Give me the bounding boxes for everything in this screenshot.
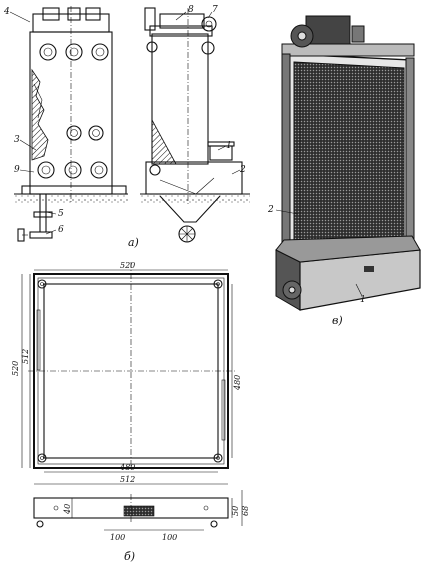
dim-section-depth: 40 — [63, 504, 72, 515]
callout-8: 8 — [188, 5, 194, 15]
callout-4: 4 — [3, 7, 10, 17]
side-body — [151, 33, 209, 165]
panel-b-section-view: 40 100 100 50 68 б) — [33, 490, 250, 563]
callout-v-1: 1 — [360, 295, 366, 305]
callout-7: 7 — [212, 5, 218, 15]
side-top-cover — [149, 25, 213, 37]
side-pulley-bottom — [149, 164, 161, 176]
dim-spacing-right: 100 — [162, 533, 177, 542]
panel-a-side-view — [140, 7, 250, 243]
dim-height-outer: 520 — [11, 361, 20, 376]
front-pipe-vertical — [39, 194, 47, 226]
side-hatched-section — [151, 119, 177, 165]
front-top-flanges — [39, 43, 109, 61]
dim-section-height-inner: 50 — [231, 506, 240, 516]
callout-5: 5 — [58, 209, 64, 219]
callout-3: 3 — [14, 135, 20, 145]
side-pulley-top — [146, 41, 158, 53]
front-drive-box-1 — [42, 7, 60, 21]
callout-v-2: 2 — [267, 205, 274, 215]
side-hopper — [159, 195, 221, 223]
panel-a-callouts: 4 3 9 5 6 8 7 1 2 а) — [3, 5, 246, 249]
front-drive-box-2 — [67, 7, 81, 21]
left-post — [281, 53, 291, 261]
callout-1: 1 — [226, 141, 232, 151]
caption-b: б) — [124, 550, 135, 563]
caption-v: в) — [332, 314, 343, 327]
dim-width-inner: 480 — [119, 463, 135, 472]
corner-fixings — [37, 279, 223, 463]
callout-6: 6 — [58, 225, 64, 235]
front-drive-box-3 — [85, 7, 101, 21]
dim-width-outer: 520 — [120, 261, 135, 270]
front-middle-flanges — [66, 125, 104, 141]
dim-section-height-outer: 68 — [241, 506, 250, 516]
front-cutaway — [31, 68, 49, 161]
callout-9: 9 — [14, 165, 20, 175]
right-post — [405, 57, 415, 251]
caption-a: а) — [128, 236, 139, 249]
dim-width-mid: 512 — [120, 475, 135, 484]
panel-b-plan-view: 520 480 512 520 512 480 — [11, 261, 242, 485]
panel-v-perspective: 2 1 в) — [267, 15, 421, 327]
side-tray — [145, 161, 243, 195]
front-bottom-flanges — [37, 161, 108, 179]
dim-height-mid: 512 — [21, 349, 30, 364]
frame-mesh — [293, 61, 405, 241]
side-ground — [140, 194, 250, 204]
section-grate — [123, 505, 155, 517]
panel-a-front-view — [14, 6, 128, 242]
callout-2: 2 — [239, 165, 246, 175]
front-base-plate — [21, 185, 127, 195]
dim-spacing-left: 100 — [110, 533, 125, 542]
top-motor — [305, 15, 351, 45]
dim-height-inner: 480 — [233, 375, 242, 391]
